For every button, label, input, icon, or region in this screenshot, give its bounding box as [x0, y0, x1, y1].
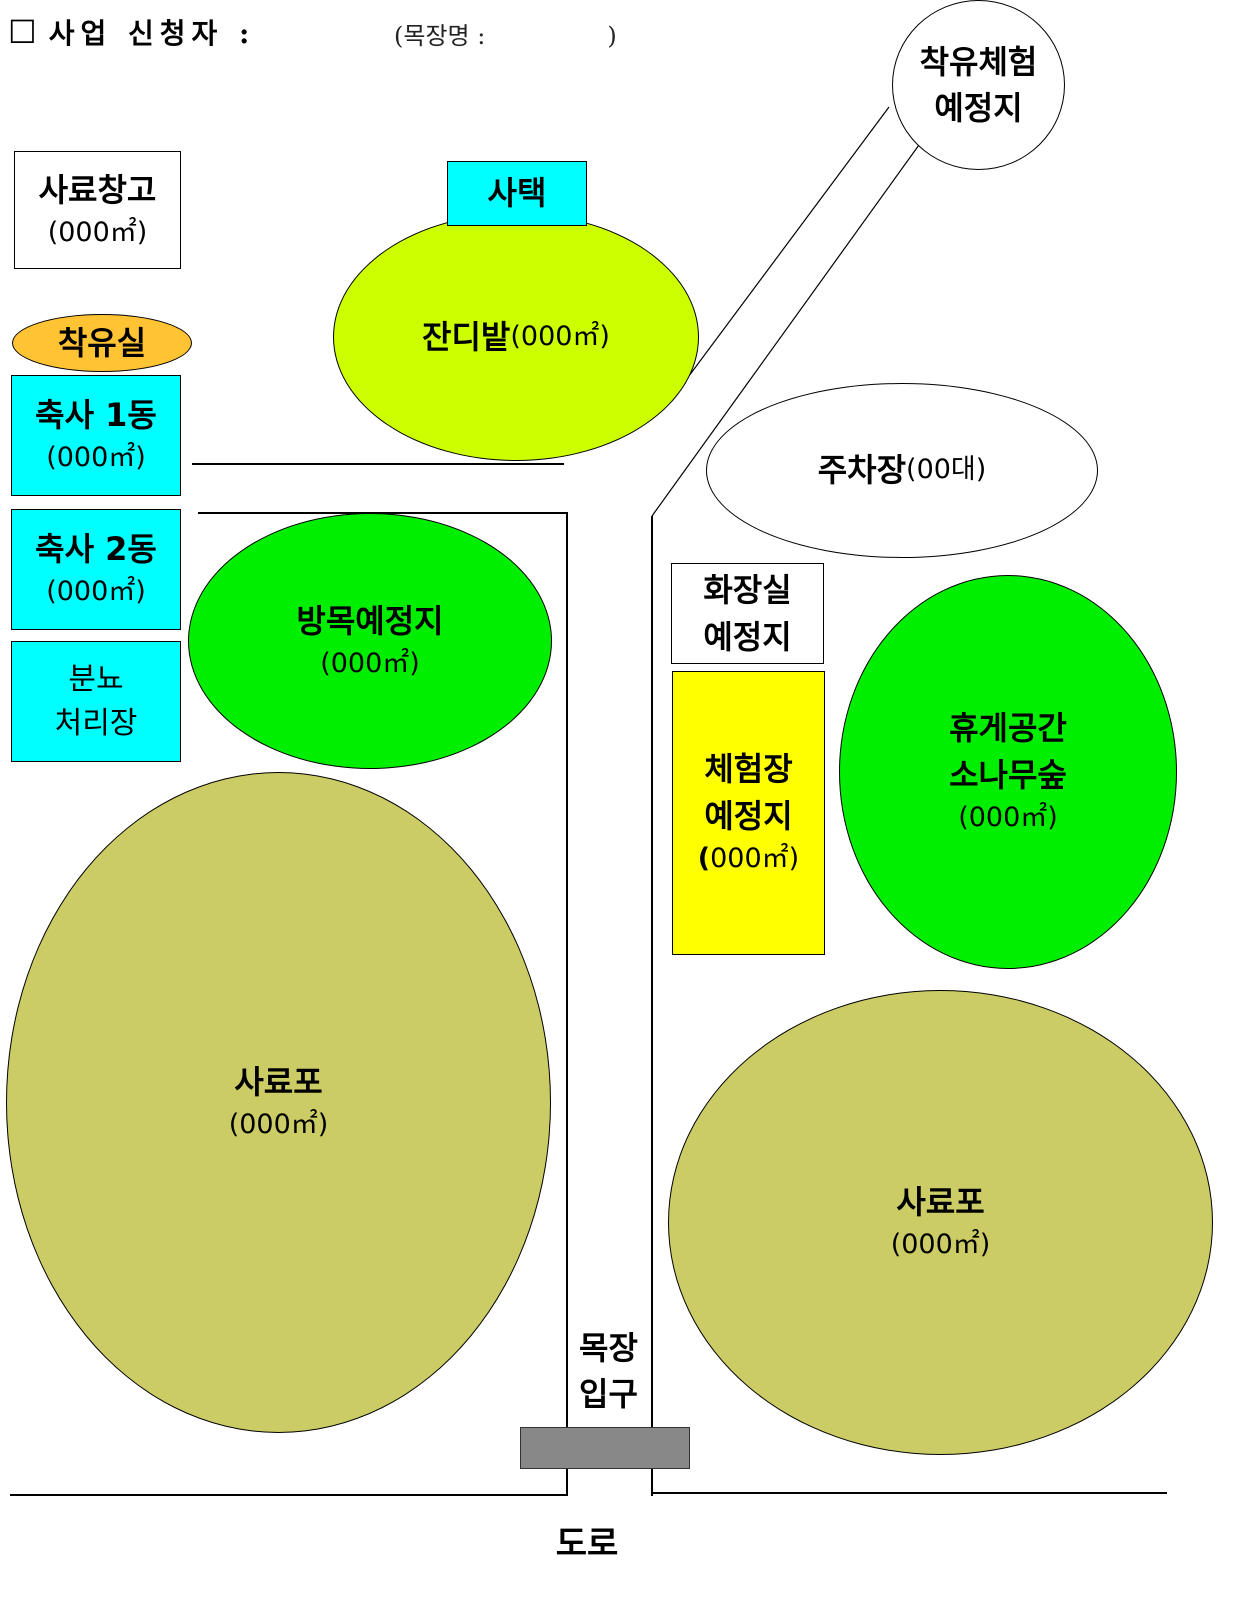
- road-label: 도로: [555, 1524, 619, 1564]
- grazing-size: (000㎡): [320, 647, 420, 679]
- barn1-box: 축사 1동 (000㎡): [11, 375, 181, 496]
- pasture-left-label: 사료포: [234, 1063, 323, 1102]
- barn2-size: (000㎡): [46, 576, 146, 608]
- toilet-line1: 화장실: [703, 571, 792, 610]
- feed-storage-label: 사료창고: [38, 170, 157, 209]
- pasture-left-size: (000㎡): [228, 1109, 329, 1141]
- milking-exp-line1: 착유체험: [919, 42, 1038, 81]
- toilet-line2: 예정지: [703, 617, 792, 656]
- rest-area-line1: 휴게공간: [949, 709, 1067, 748]
- milking-exp-line2: 예정지: [934, 89, 1023, 127]
- house-box: 사택: [447, 161, 587, 226]
- ranch-name-label: (목장명 : ): [394, 22, 617, 50]
- feed-storage-box: 사료창고 (000㎡): [14, 151, 181, 269]
- pasture-left-ellipse: 사료포 (000㎡): [6, 772, 551, 1433]
- entrance-line1: 목장: [579, 1329, 638, 1367]
- manure-label-line1: 분뇨: [68, 662, 124, 697]
- rest-area-size: (000㎡): [958, 802, 1058, 834]
- milking-experience-circle: 착유체험 예정지: [892, 0, 1065, 170]
- barn1-label: 축사 1동: [35, 396, 157, 435]
- experience-box: 체험장 예정지 (000㎡): [672, 671, 825, 955]
- experience-size-rest: 000㎡): [710, 843, 800, 875]
- experience-size: (000㎡): [698, 839, 799, 880]
- feed-storage-size: (000㎡): [47, 216, 148, 248]
- milking-room-ellipse: 착유실: [12, 314, 192, 372]
- milking-room-label: 착유실: [57, 323, 147, 362]
- pasture-right-label: 사료포: [896, 1183, 985, 1222]
- checkbox-icon: ☐: [8, 13, 37, 51]
- path-right-edge: [651, 516, 653, 1496]
- barn2-label: 축사 2동: [35, 530, 157, 569]
- path-left-edge: [566, 514, 568, 1496]
- parking-label: 주차장: [817, 451, 907, 490]
- parking-size: (00대): [906, 454, 987, 486]
- grazing-label: 방목예정지: [296, 601, 444, 640]
- header: ☐ 사업 신청자 :: [8, 12, 255, 52]
- rest-area-ellipse: 휴게공간 소나무숲 (000㎡): [839, 575, 1177, 969]
- barn2-box: 축사 2동 (000㎡): [11, 509, 181, 630]
- entrance-line2: 입구: [579, 1375, 638, 1414]
- experience-size-open: (: [697, 843, 711, 875]
- manure-box: 분뇨 처리장: [11, 641, 181, 762]
- road-right-edge: [651, 1492, 1167, 1494]
- manure-label-line2: 처리장: [54, 705, 138, 741]
- entrance-label: 목장 입구: [566, 1325, 651, 1418]
- pasture-right-size: (000㎡): [890, 1229, 991, 1261]
- lawn-size: (000㎡): [510, 320, 610, 352]
- lawn-ellipse: 잔디밭(000㎡): [333, 213, 699, 461]
- experience-line1: 체험장: [704, 750, 793, 789]
- fence-line-barn1: [192, 463, 564, 465]
- grazing-ellipse: 방목예정지 (000㎡): [188, 513, 552, 769]
- house-label: 사택: [487, 174, 547, 213]
- barn1-size: (000㎡): [46, 442, 146, 474]
- pasture-right-ellipse: 사료포 (000㎡): [668, 990, 1213, 1455]
- applicant-label: 사업 신청자 :: [48, 17, 256, 50]
- entrance-gate: [520, 1427, 690, 1469]
- experience-line2: 예정지: [704, 796, 793, 835]
- toilet-box: 화장실 예정지: [671, 563, 824, 664]
- road-left-edge: [10, 1494, 566, 1496]
- lawn-label: 잔디밭: [422, 317, 511, 356]
- parking-ellipse: 주차장(00대): [706, 383, 1098, 558]
- rest-area-line2: 소나무숲: [949, 755, 1067, 794]
